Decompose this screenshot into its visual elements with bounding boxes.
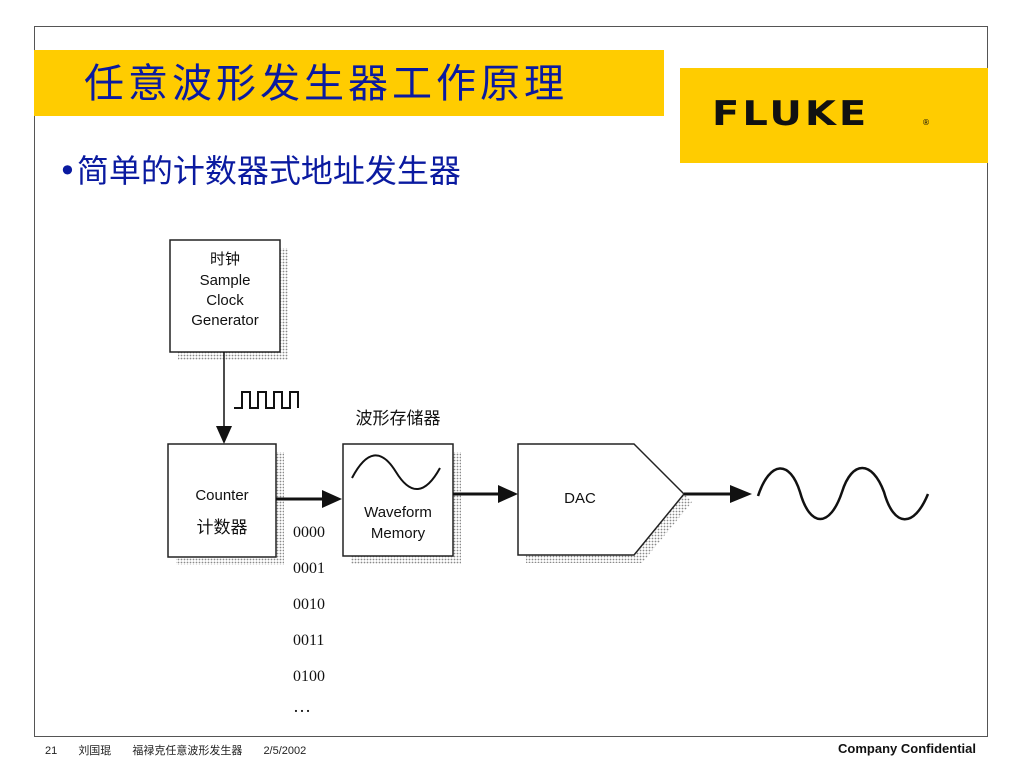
footer-doc-title: 福禄克任意波形发生器 xyxy=(132,745,243,757)
fluke-logo-text: FLUKE xyxy=(712,94,870,134)
clock-label-line3: Generator xyxy=(191,312,259,329)
registered-mark: ® xyxy=(922,118,930,127)
memory-label-line2: Memory xyxy=(371,525,426,542)
output-waveform-icon xyxy=(756,466,930,521)
counter-block: Counter 计数器 xyxy=(167,443,284,565)
dac-label: DAC xyxy=(564,490,596,507)
clock-label-line1: Sample xyxy=(200,272,251,289)
clock-label-line2: Clock xyxy=(206,292,244,309)
page-number: 21 xyxy=(45,745,58,757)
memory-label-line1: Waveform xyxy=(364,504,432,521)
memory-cn-label: 波形存储器 xyxy=(356,409,441,429)
address-0000: 0000 xyxy=(293,524,325,541)
dac-output-arrow xyxy=(684,485,752,503)
memory-to-dac-arrow xyxy=(453,485,518,503)
address-0011: 0011 xyxy=(293,632,324,649)
clock-to-counter-arrow xyxy=(216,352,232,444)
title-bar xyxy=(34,50,664,116)
footer-info: 21 刘国琨 福禄克任意波形发生器 2/5/2002 xyxy=(45,742,324,758)
bullet-heading: •简单的计数器式地址发生器 xyxy=(58,152,461,190)
counter-to-memory-arrow xyxy=(276,490,342,508)
waveform-memory-block: Waveform Memory xyxy=(342,443,461,564)
dac-block: DAC xyxy=(517,443,692,563)
address-sequence: 0000 0001 0010 0011 0100 … xyxy=(293,524,325,716)
footer-date: 2/5/2002 xyxy=(263,745,307,757)
address-0100: 0100 xyxy=(293,668,325,685)
clock-pulse-icon xyxy=(234,391,299,409)
address-0001: 0001 xyxy=(293,560,325,577)
address-ellipsis: … xyxy=(293,696,311,716)
address-0010: 0010 xyxy=(293,596,325,613)
counter-en-label: Counter xyxy=(195,487,248,504)
clock-generator-block: 时钟 Sample Clock Generator xyxy=(169,239,288,360)
confidentiality-label: Company Confidential xyxy=(838,741,976,756)
sine-wave-icon xyxy=(351,454,441,490)
clock-cn-label: 时钟 xyxy=(210,250,240,268)
footer-author: 刘国琨 xyxy=(78,745,112,757)
fluke-logo xyxy=(680,68,988,163)
slide-title: 任意波形发生器工作原理 xyxy=(84,61,568,107)
counter-cn-label: 计数器 xyxy=(197,518,248,538)
